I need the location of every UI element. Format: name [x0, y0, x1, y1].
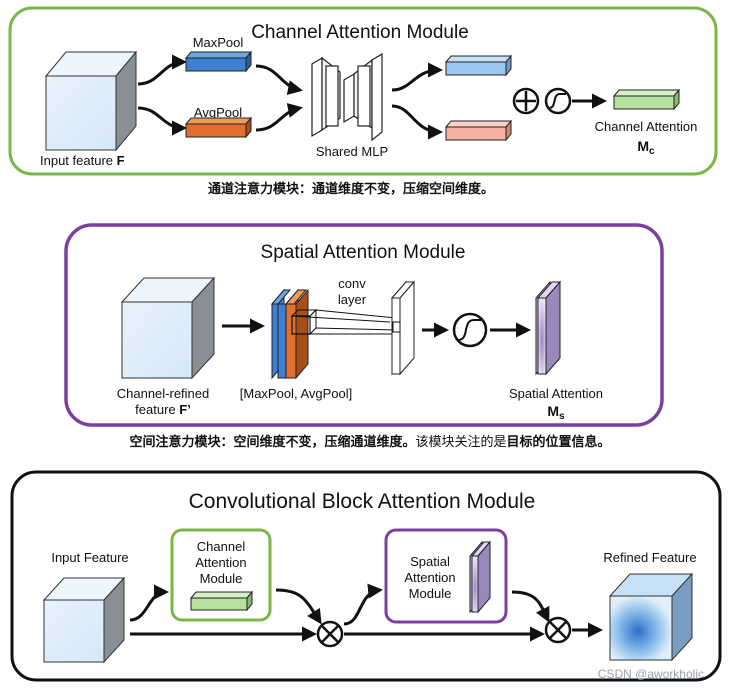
arrow-mlp-to-bottom — [391, 104, 443, 140]
conv-layer-label-2: layer — [338, 292, 367, 307]
arrow-avgpool-to-mlp — [255, 103, 303, 132]
multiply-operator-2-icon — [544, 616, 572, 644]
channel-refined-label-2: feature F’ — [135, 402, 191, 417]
shared-mlp — [311, 52, 383, 142]
multiply-operator-1-icon — [316, 620, 344, 648]
spatial-module-title: Spatial Attention Module — [261, 242, 466, 263]
avgpool-vector — [184, 116, 253, 139]
input-feature-cube — [44, 50, 138, 152]
spatial-box-line-1: Spatial — [410, 554, 450, 569]
spatial-box-line-3: Module — [409, 586, 452, 601]
conv-layer-label-1: conv — [338, 276, 366, 291]
conv-output-plane — [390, 280, 416, 376]
add-operator-icon — [512, 87, 540, 115]
spatial-sigmoid-icon — [452, 312, 488, 348]
channel-box-vector — [189, 590, 254, 612]
channel-box-line-3: Module — [200, 571, 243, 586]
cbam-input-label: Input Feature — [51, 550, 128, 565]
maxpool-vector — [184, 50, 253, 73]
channel-attention-vector — [612, 88, 681, 111]
cbam-module: Convolutional Block Attention Module Inp… — [10, 470, 722, 682]
cbam-border — [10, 470, 722, 682]
channel-attention-symbol: Mc — [637, 138, 655, 157]
spatial-box-map — [469, 540, 492, 614]
channel-refined-cube — [120, 276, 216, 380]
spatial-attention-label: Spatial Attention — [509, 386, 603, 401]
channel-refined-label-1: Channel-refined — [117, 386, 210, 401]
refined-feature-cube — [608, 572, 694, 662]
watermark: CSDN @aworkholic — [598, 667, 704, 681]
channel-attention-label: Channel Attention — [595, 119, 698, 134]
channel-caption: 通道注意力模块：通道维度不变，压缩空间维度。 — [208, 181, 494, 197]
cbam-title: Convolutional Block Attention Module — [189, 490, 536, 513]
channel-module-border — [8, 6, 718, 176]
arrow-mlp-to-top — [391, 62, 443, 92]
shared-mlp-label: Shared MLP — [316, 144, 388, 159]
mlp-output-bottom — [444, 119, 513, 142]
arrow-to-avgpool — [137, 106, 187, 136]
cbam-input-cube — [42, 576, 126, 664]
arrow-to-maxpool — [137, 54, 187, 86]
conv-projection-lines — [291, 309, 397, 335]
spatial-box-line-2: Attention — [404, 570, 455, 585]
input-feature-label: Input feature F — [40, 153, 125, 168]
mlp-output-top — [444, 54, 513, 77]
spatial-caption: 空间注意力模块：空间维度不变，压缩通道维度。该模块关注的是目标的位置信息。 — [129, 434, 610, 450]
avgpool-label: AvgPool — [194, 105, 242, 120]
channel-attention-module: Channel Attention Module Input feature F… — [8, 6, 718, 197]
spatial-attention-symbol: Ms — [547, 403, 565, 422]
channel-box-line-1: Channel — [197, 539, 246, 554]
refined-feature-label: Refined Feature — [603, 550, 696, 565]
arrow-maxpool-to-mlp — [255, 64, 303, 95]
arrow-to-spatial-box — [343, 583, 383, 626]
spatial-attention-map — [535, 280, 562, 376]
sigmoid-icon — [544, 87, 572, 115]
spatial-module-border — [64, 223, 664, 427]
arrow-to-channel-box — [129, 584, 169, 622]
arrow-channel-to-multiply-1 — [275, 588, 322, 625]
pooled-feature-maps — [270, 288, 318, 380]
channel-module-title: Channel Attention Module — [251, 22, 469, 43]
pool-maps-label: [MaxPool, AvgPool] — [240, 386, 353, 401]
arrow-spatial-to-multiply-2 — [511, 590, 550, 623]
maxpool-label: MaxPool — [193, 35, 244, 50]
channel-box-line-2: Attention — [195, 555, 246, 570]
spatial-attention-module: Spatial Attention Module Channel-refined… — [64, 223, 664, 450]
